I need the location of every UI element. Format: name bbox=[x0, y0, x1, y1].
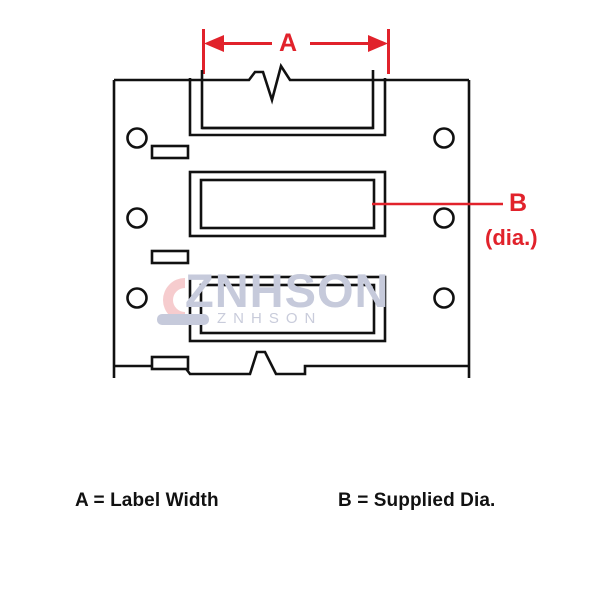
dimension-a-label: A bbox=[279, 29, 298, 57]
dimension-a-group bbox=[202, 29, 390, 74]
legend-item-b: B = Supplied Dia. bbox=[338, 490, 496, 511]
sleeve-top-outer-frame bbox=[188, 78, 387, 137]
sleeve-middle bbox=[188, 170, 387, 238]
sleeve-bottom bbox=[188, 275, 387, 343]
sleeve-bottom-outer-frame bbox=[188, 275, 387, 343]
dimension-b-label: B bbox=[509, 189, 528, 217]
registration-slots bbox=[150, 144, 190, 371]
registration-slot-1 bbox=[150, 144, 190, 160]
sleeve-middle-inner-tube bbox=[199, 178, 376, 230]
sprocket-holes-right bbox=[433, 127, 455, 309]
sprocket-holes-left bbox=[126, 127, 148, 309]
sprocket-hole-left-2 bbox=[126, 207, 148, 229]
registration-slot-3 bbox=[150, 355, 190, 371]
sprocket-hole-right-2 bbox=[433, 207, 455, 229]
dimension-b-qualifier-label: (dia.) bbox=[485, 225, 538, 250]
sprocket-hole-left-3 bbox=[126, 287, 148, 309]
legend-item-a: A = Label Width bbox=[75, 490, 219, 511]
sprocket-hole-right-3 bbox=[433, 287, 455, 309]
sprocket-hole-right-1 bbox=[433, 127, 455, 149]
sleeve-bottom-inner-tube bbox=[199, 283, 376, 335]
carrier-edge-top-with-break bbox=[114, 62, 469, 105]
dimension-a-arrowhead-left bbox=[204, 35, 224, 52]
dimension-a-arrowhead-right bbox=[368, 35, 388, 52]
legend: A = Label Width B = Supplied Dia. bbox=[0, 490, 600, 524]
sprocket-hole-left-1 bbox=[126, 127, 148, 149]
registration-slot-2 bbox=[150, 249, 190, 265]
sleeve-top bbox=[188, 70, 387, 137]
